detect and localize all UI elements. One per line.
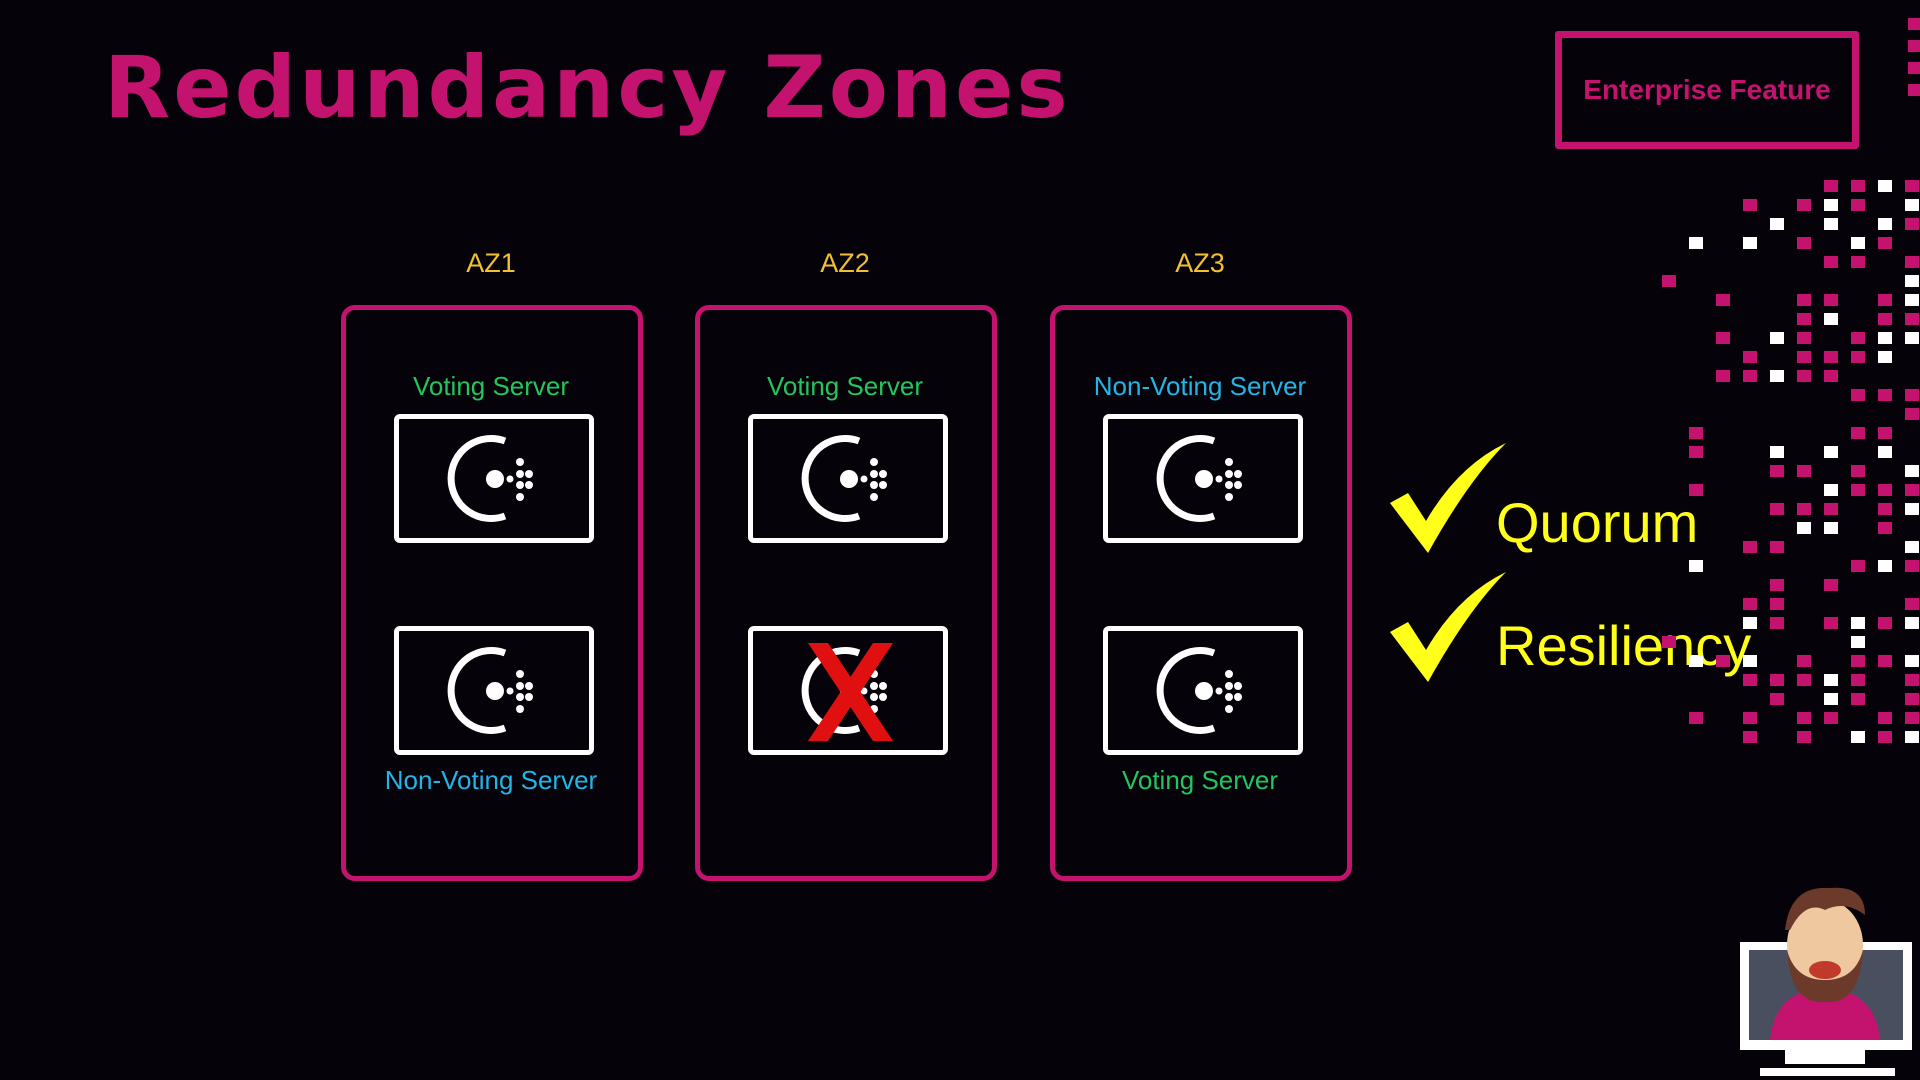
server-node [394, 414, 594, 543]
server-node [394, 626, 594, 755]
availability-zone [1050, 305, 1352, 881]
benefit-resiliency: Resiliency [1496, 614, 1752, 677]
server-role-label: Voting Server [412, 371, 570, 401]
server-node [1103, 626, 1303, 755]
failed-x-icon [808, 643, 893, 741]
badge-label: Enterprise Feature [1583, 74, 1831, 105]
zone-label: AZ2 [820, 248, 870, 278]
check-icon [1390, 443, 1506, 553]
failed-server-node [748, 626, 948, 755]
page-title: Redundancy Zones [104, 38, 1071, 138]
enterprise-feature-badge: Enterprise Feature [1555, 31, 1859, 149]
server-role-label: Voting Server [1121, 765, 1279, 795]
availability-zone [695, 305, 997, 881]
availability-zone [341, 305, 643, 881]
presenter-avatar [1740, 887, 1912, 1076]
check-icon [1390, 572, 1506, 682]
server-role-label: Non-Voting Server [1093, 371, 1307, 401]
server-node [1103, 414, 1303, 543]
server-role-label: Voting Server [766, 371, 924, 401]
zone-label: AZ3 [1175, 248, 1225, 278]
benefit-quorum: Quorum [1496, 491, 1699, 554]
server-role-label: Non-Voting Server [384, 765, 598, 795]
zone-label: AZ1 [466, 248, 516, 278]
server-node [748, 414, 948, 543]
